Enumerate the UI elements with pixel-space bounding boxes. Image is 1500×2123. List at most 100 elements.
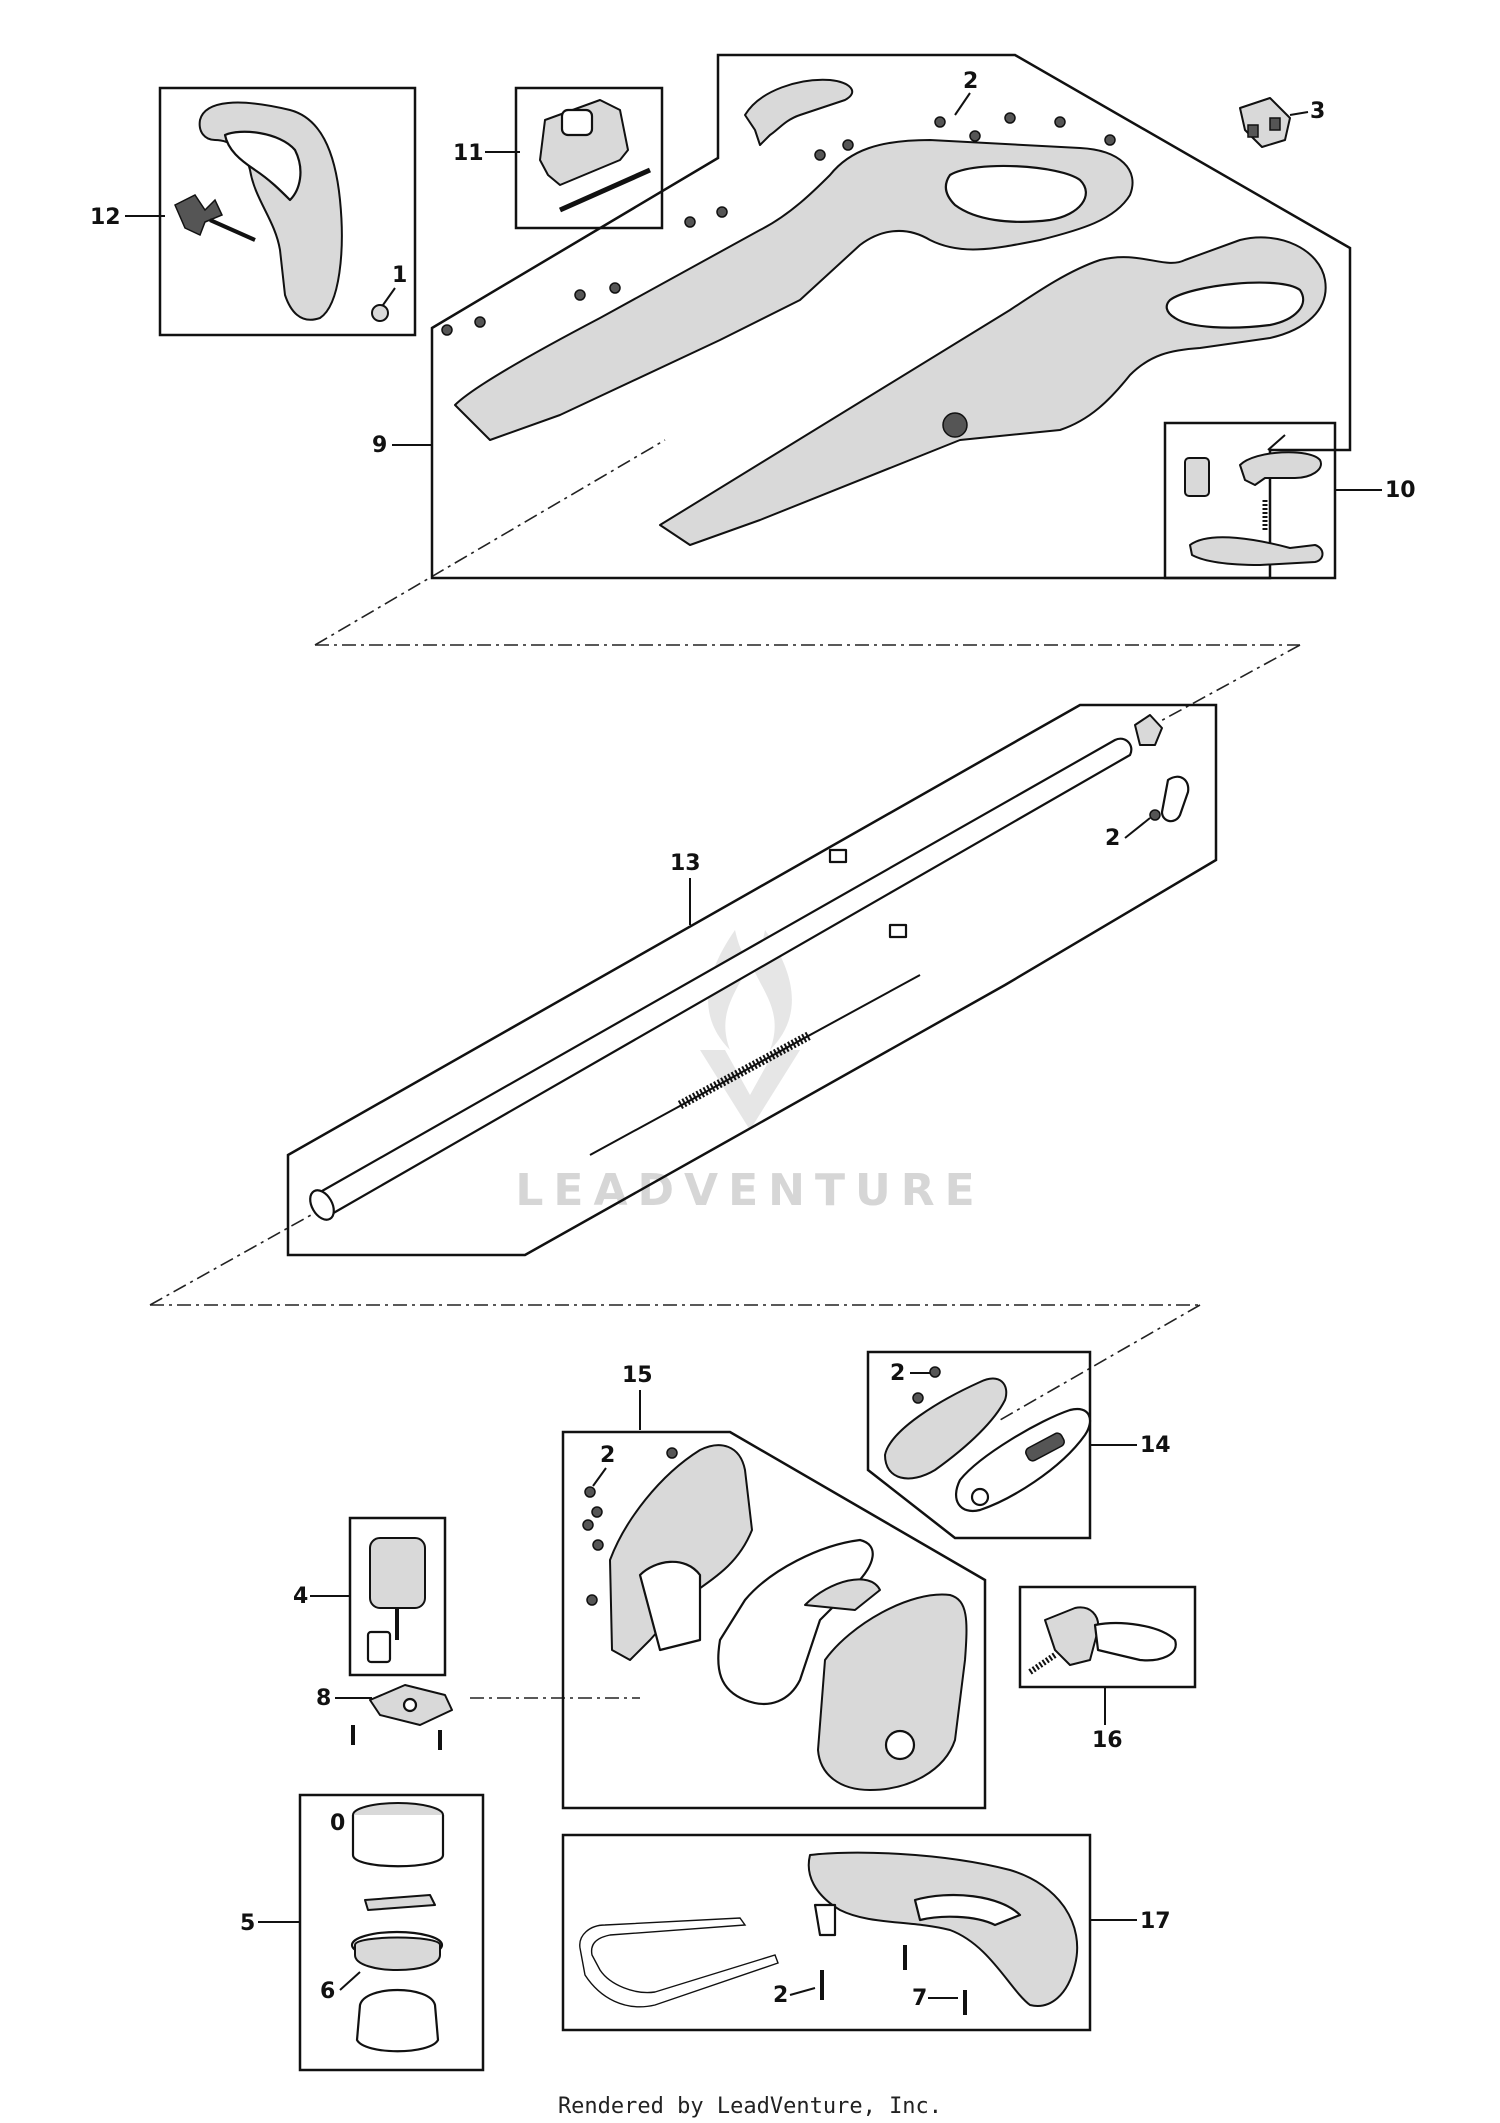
clip-tab-left — [1247, 124, 1259, 138]
callout-2-coupling: 2 — [890, 1361, 905, 1386]
box-14 — [866, 1350, 1092, 1540]
callout-5: 5 — [240, 1911, 255, 1936]
coupling-half-left — [884, 1377, 1008, 1480]
group-12-aux-handle: 12 1 — [90, 86, 417, 337]
callout-13: 13 — [670, 851, 701, 876]
handle-screws — [441, 112, 1116, 336]
callout-2-tube: 2 — [1105, 826, 1120, 851]
watermark-v-icon — [700, 1050, 800, 1130]
box-17 — [561, 1833, 1092, 2032]
wire-guard — [579, 1917, 779, 2008]
housing-half-left — [609, 1444, 753, 1661]
spool-hub — [351, 1815, 445, 1868]
leader-2-tube — [1124, 817, 1151, 839]
box-16 — [1018, 1585, 1197, 1689]
tube-label-1 — [828, 848, 848, 864]
callout-14: 14 — [1140, 1433, 1171, 1458]
handle-cap — [744, 78, 854, 146]
handle-pivot-icon — [942, 412, 968, 438]
callout-11: 11 — [453, 141, 484, 166]
box-13 — [286, 703, 1218, 1257]
guard-inner-rib — [913, 1893, 1022, 1927]
assembly-line-tube-bottom — [149, 1209, 321, 1306]
footer-credit: Rendered by LeadVenture, Inc. — [558, 2094, 942, 2119]
callout-3: 3 — [1310, 99, 1325, 124]
group-4-motor: 4 — [293, 1516, 447, 1677]
watermark-text: LEADVENTURE — [515, 1165, 984, 1216]
box-11 — [514, 86, 664, 230]
spool-line-icon — [354, 1936, 441, 1971]
coupling-screw-2 — [912, 1392, 924, 1404]
callout-2-guard: 2 — [773, 1983, 788, 2008]
group-5-spool: 0 5 6 — [240, 1793, 485, 2072]
assembly-lines — [149, 439, 1301, 1699]
handle-left-shell — [454, 139, 1134, 441]
coupling-screw-1 — [929, 1366, 941, 1378]
box-9 — [430, 53, 1352, 580]
spool-blade — [364, 1894, 436, 1911]
group-13-tube: 13 2 — [286, 703, 1218, 1257]
callout-4: 4 — [293, 1584, 308, 1609]
tube-end — [309, 1189, 335, 1221]
housing-inner — [638, 1560, 702, 1652]
clip-icon — [1239, 97, 1291, 148]
housing-screws — [582, 1447, 678, 1606]
switch-rod — [558, 167, 652, 213]
leader-3 — [1289, 111, 1309, 116]
housing-vent-icon — [884, 1729, 916, 1761]
box-10 — [1163, 421, 1337, 580]
group-3-clip: 3 — [1239, 97, 1325, 148]
callout-7: 7 — [912, 1986, 927, 2011]
housing-cover-top — [804, 1578, 881, 1611]
tube-label-2 — [888, 923, 908, 939]
spool-cap — [355, 1989, 440, 2053]
box-15 — [561, 1430, 987, 1810]
callout-8: 8 — [316, 1686, 331, 1711]
callout-1: 1 — [392, 263, 407, 288]
latch-lever — [1093, 1622, 1177, 1662]
leader-6 — [339, 1971, 361, 1991]
assembly-line-housing — [999, 1304, 1201, 1421]
assembly-line-tube-top — [1134, 644, 1301, 736]
group-9-handle-housing: 9 2 — [372, 53, 1352, 580]
tube-body — [313, 737, 1133, 1217]
tube-connector — [1160, 775, 1190, 823]
group-10-trigger: 10 — [1163, 421, 1416, 580]
nut-icon — [371, 304, 389, 322]
trigger-lock-lever — [1239, 451, 1322, 486]
knob-bolt — [209, 218, 256, 242]
callout-15: 15 — [622, 1363, 653, 1388]
motor-can — [369, 1537, 426, 1609]
tube-end-plug — [1134, 714, 1163, 746]
callout-2-housing: 2 — [600, 1443, 615, 1468]
group-16-latch: 16 — [1018, 1585, 1197, 1753]
leader-2-handle — [954, 92, 971, 116]
cable-spring-icon — [677, 1031, 813, 1109]
latch-body — [1044, 1606, 1100, 1666]
coupling-hole — [970, 1487, 990, 1507]
trigger-lever — [1189, 536, 1324, 566]
handle-right-shell — [659, 236, 1327, 546]
callout-6: 6 — [320, 1979, 335, 2004]
group-11-switch: 11 — [453, 86, 664, 230]
motor-coupler — [366, 1630, 392, 1664]
trigger-switch-block — [1184, 457, 1210, 497]
latch-spring-icon — [1028, 1652, 1057, 1675]
motor-plate-hole — [402, 1697, 418, 1713]
callout-2-handle: 2 — [963, 69, 978, 94]
box-5 — [298, 1793, 485, 2072]
leader-2-housing — [592, 1467, 607, 1487]
aux-handle-grip — [223, 130, 302, 202]
trigger-pin — [1267, 434, 1286, 451]
leader-1 — [382, 287, 396, 306]
handle-left-grip-opening — [944, 164, 1087, 223]
housing-half-right — [817, 1593, 968, 1791]
group-8-motor-plate: 8 — [316, 1684, 453, 1750]
assembly-line-handle — [314, 439, 666, 646]
knob-icon — [174, 194, 224, 237]
guard-shell — [807, 1851, 1079, 2007]
guard-bracket — [813, 1903, 837, 1937]
group-15-motor-housing: 15 2 — [561, 1363, 987, 1810]
leader-2-guard — [789, 1987, 816, 1996]
tube-screw — [1149, 809, 1161, 821]
